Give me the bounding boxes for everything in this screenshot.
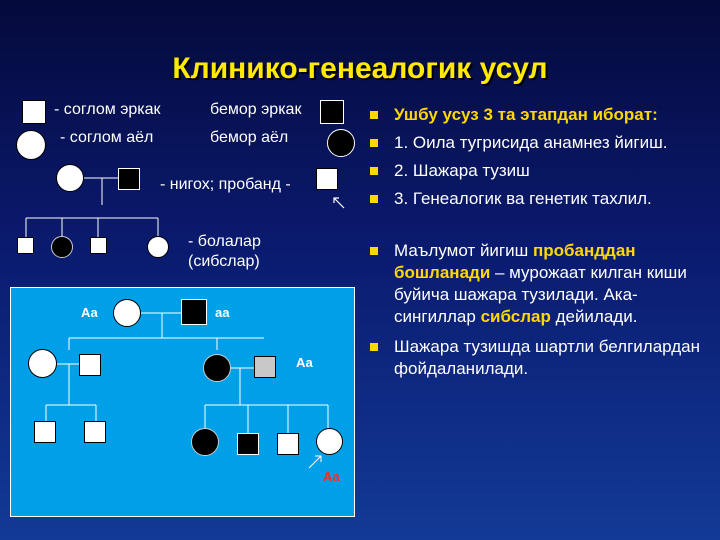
bullet-5: Маълумот йигиш пробанддан бошланади – му…: [368, 240, 708, 328]
proband-symbol: [316, 168, 338, 190]
siblings-highlight: сибслар: [480, 307, 551, 326]
siblings-label-2: (сибслар): [188, 253, 260, 270]
pedigree-uncle: [79, 354, 101, 376]
healthy-female-label: - соглом аёл: [60, 129, 154, 146]
siblings-label-1: - болалар: [188, 233, 261, 250]
bullet-list: Ушбу усуз 3 та этапдан иборат: 1. Оила т…: [368, 104, 708, 380]
spouse-female-symbol: [56, 164, 84, 192]
pedigree-sib-sick-male: [237, 433, 259, 455]
bullet-1: Ушбу усуз 3 та этапдан иборат:: [368, 104, 708, 126]
legend-lines: [0, 0, 720, 300]
pedigree-proband: [316, 428, 343, 455]
sibling-female-symbol: [147, 236, 169, 258]
sick-female-symbol: [327, 129, 355, 157]
sick-female-label: бемор аёл: [210, 129, 289, 146]
healthy-female-symbol: [16, 130, 46, 160]
genotype-label-parent-male: аа: [215, 305, 230, 320]
sick-male-label: бемор эркак: [210, 101, 302, 118]
bullet-4: 3. Генеалогик ва генетик тахлил.: [368, 188, 708, 210]
pedigree-cousin-2: [84, 421, 106, 443]
pedigree-mother: [203, 354, 231, 382]
bullet-5-post: дейилади.: [550, 307, 638, 326]
genotype-label-father: Аа: [296, 355, 313, 370]
pedigree-grandmother: [113, 299, 141, 327]
pedigree-sib-sick-female: [191, 428, 219, 456]
slide-title: Клинико-генеалогик усул: [172, 52, 548, 85]
proband-highlight: пробанддан бошланади: [394, 241, 636, 282]
pedigree-cousin-1: [34, 421, 56, 443]
bullet-5-mid: – мурожаат килган киши буйича шажара туз…: [394, 263, 687, 326]
spouses-proband-label: - нигох; пробанд -: [160, 176, 291, 193]
bullet-6: Шажара тузишда шартли белгилардан фойдал…: [368, 336, 708, 380]
pedigree-grandfather: [181, 299, 207, 325]
pedigree-lines: [45, 312, 329, 469]
pedigree-panel: Аа аа Аа Аа: [10, 287, 355, 517]
healthy-male-symbol: [22, 100, 46, 124]
sibling-sick-female-symbol: [51, 236, 73, 258]
spouse-male-symbol: [118, 168, 140, 190]
sibling-male-symbol-2: [90, 237, 107, 254]
pedigree-father: [254, 356, 276, 378]
sibling-male-symbol: [17, 237, 34, 254]
bullet-3: 2. Шажара тузиш: [368, 160, 708, 182]
genotype-label-proband: Аа: [323, 469, 340, 484]
bullet-2: 1. Оила тугрисида анамнез йигиш.: [368, 132, 708, 154]
genotype-label-parent-female: Аа: [81, 305, 98, 320]
pedigree-sib-male: [277, 433, 299, 455]
healthy-male-label: - соглом эркак: [54, 101, 161, 118]
bullet-5-pre: Маълумот йигиш: [394, 241, 533, 260]
pedigree-aunt-spouse: [28, 349, 57, 378]
sick-male-symbol: [320, 100, 344, 124]
